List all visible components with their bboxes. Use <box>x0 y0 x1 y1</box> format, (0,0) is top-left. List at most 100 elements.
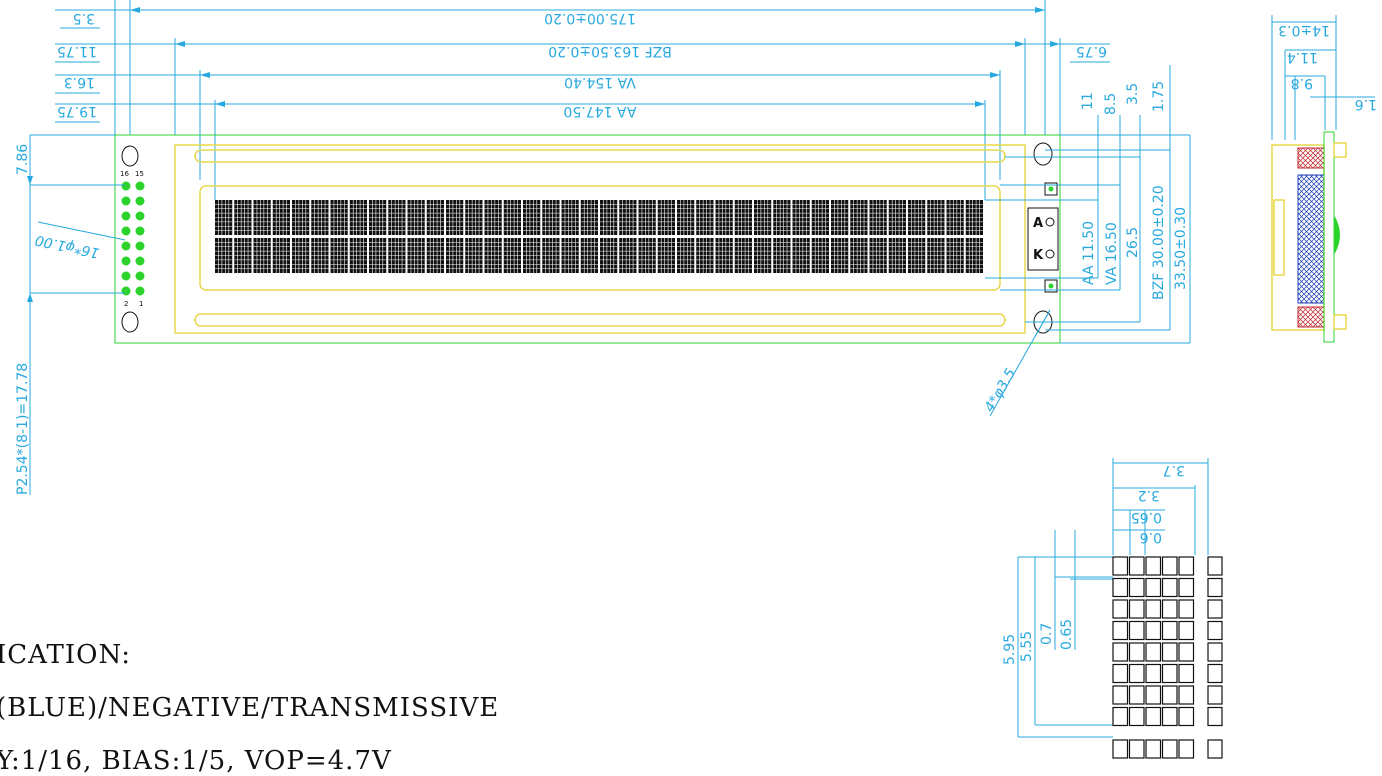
lcd-character-cell <box>908 238 926 273</box>
pin-pad <box>121 241 131 251</box>
right-dimensions: 11 8.5 3.5 1.75 AA 11.50 VA 16.50 26.5 B… <box>985 65 1191 344</box>
pin-pad <box>135 181 145 191</box>
lcd-character-cell <box>869 200 887 235</box>
lcd-character-cell <box>696 238 714 273</box>
lcd-character-cell <box>657 200 675 235</box>
char-dot <box>1161 556 1178 576</box>
lcd-character-cell <box>215 200 233 235</box>
char-dot <box>1145 685 1162 705</box>
dim-char-3-2: 3.2 <box>1138 487 1160 503</box>
char-dot <box>1128 556 1145 576</box>
char-gap-dot <box>1207 599 1223 619</box>
char-dot <box>1161 685 1178 705</box>
char-dot <box>1128 620 1145 641</box>
pin-pad <box>121 211 131 221</box>
lcd-character-cell <box>946 238 964 273</box>
lcd-character-cell <box>465 238 483 273</box>
lcd-character-cell <box>311 238 329 273</box>
character-detail: 3.7 3.2 0.65 0.6 5.95 5.55 0.7 0.65 <box>1002 458 1223 759</box>
lcd-character-cell <box>908 200 926 235</box>
lcd-character-cell <box>638 200 656 235</box>
dim-char-5-95: 5.95 <box>1002 634 1018 665</box>
lcd-character-cell <box>927 200 945 235</box>
pin-pad <box>121 181 131 191</box>
char-dot <box>1145 599 1162 619</box>
left-dimensions: 7.86 16*φ1.00 P2.54*(8-1)=17.78 <box>15 134 126 495</box>
pin-16-label: 16 <box>120 170 129 178</box>
char-dot <box>1112 685 1129 705</box>
dim-16-3: 16.3 <box>64 74 95 90</box>
char-dot <box>1112 642 1129 662</box>
spec-mode: (BLUE)/NEGATIVE/TRANSMISSIVE <box>0 693 500 723</box>
lcd-character-cell <box>388 238 406 273</box>
pin-1-label: 1 <box>139 300 143 308</box>
dim-side-14: 14±0.3 <box>1278 22 1330 38</box>
lcd-character-cell <box>696 200 714 235</box>
lcd-character-cell <box>965 200 983 235</box>
pin-pad <box>121 256 131 266</box>
char-dot <box>1128 685 1145 705</box>
lcd-character-cell <box>426 238 444 273</box>
pin-pad <box>135 211 145 221</box>
char-gap-dot <box>1207 706 1223 727</box>
lcd-character-cell <box>484 238 502 273</box>
char-gap-dot <box>1207 556 1223 576</box>
dim-side-11-4: 11.4 <box>1287 49 1318 65</box>
lcd-character-cell <box>677 200 695 235</box>
char-dot <box>1112 739 1129 759</box>
lcd-character-cell <box>831 200 849 235</box>
lcd-character-cell <box>734 200 752 235</box>
char-dot <box>1178 620 1195 641</box>
pin-pad <box>135 241 145 251</box>
pin-pad <box>121 226 131 236</box>
lcd-character-cell <box>869 238 887 273</box>
dim-r-1-75: 1.75 <box>1151 81 1167 112</box>
top-dimension-lines <box>55 0 1110 200</box>
pin-15-label: 15 <box>135 170 144 178</box>
char-dot <box>1178 685 1195 705</box>
dim-char-3-7: 3.7 <box>1163 462 1185 478</box>
char-dot <box>1145 556 1162 576</box>
lcd-character-cell <box>792 238 810 273</box>
char-dot <box>1145 706 1162 727</box>
char-gap-dot <box>1207 685 1223 705</box>
lcd-character-cell <box>734 238 752 273</box>
dim-char-0-65: 0.65 <box>1131 509 1162 525</box>
char-dot <box>1161 739 1178 759</box>
lcd-character-cell <box>773 200 791 235</box>
char-dot <box>1128 577 1145 598</box>
pin-header <box>121 181 145 296</box>
dim-33-5: 33.50±0.30 <box>1173 207 1189 290</box>
lcd-character-cell <box>234 200 252 235</box>
spec-heading: ICATION: <box>0 640 132 670</box>
char-dot <box>1128 739 1145 759</box>
dim-r-11: 11 <box>1080 92 1096 110</box>
lcd-character-cell <box>542 200 560 235</box>
char-gap-dot <box>1207 663 1223 684</box>
dim-side-9-8: 9.8 <box>1291 75 1313 91</box>
lcd-character-cell <box>965 238 983 273</box>
char-dot <box>1112 599 1129 619</box>
lcd-character-cell <box>888 238 906 273</box>
lcd-character-cell <box>465 200 483 235</box>
lcd-character-cell <box>754 238 772 273</box>
dim-3-5: 3.5 <box>73 10 95 26</box>
dim-aa-11-5: AA 11.50 <box>1081 221 1097 285</box>
char-dot <box>1128 706 1145 727</box>
pin-pad <box>135 286 145 296</box>
dim-va-16-5: VA 16.50 <box>1104 222 1120 285</box>
mount-hole-tl <box>121 145 139 167</box>
char-dot <box>1112 663 1129 684</box>
pin-pad <box>121 286 131 296</box>
lcd-character-cell <box>523 238 541 273</box>
lcd-character-cell <box>330 200 348 235</box>
dim-bzf-30: BZF 30.00±0.20 <box>1151 185 1167 300</box>
dim-r-3-5: 3.5 <box>1125 83 1141 105</box>
lcd-character-cell <box>369 200 387 235</box>
lcd-character-cell <box>503 238 521 273</box>
lcd-character-cell <box>311 200 329 235</box>
pin-pad <box>135 196 145 206</box>
lcd-character-cell <box>523 200 541 235</box>
char-dot <box>1128 599 1145 619</box>
lcd-character-cell <box>426 200 444 235</box>
